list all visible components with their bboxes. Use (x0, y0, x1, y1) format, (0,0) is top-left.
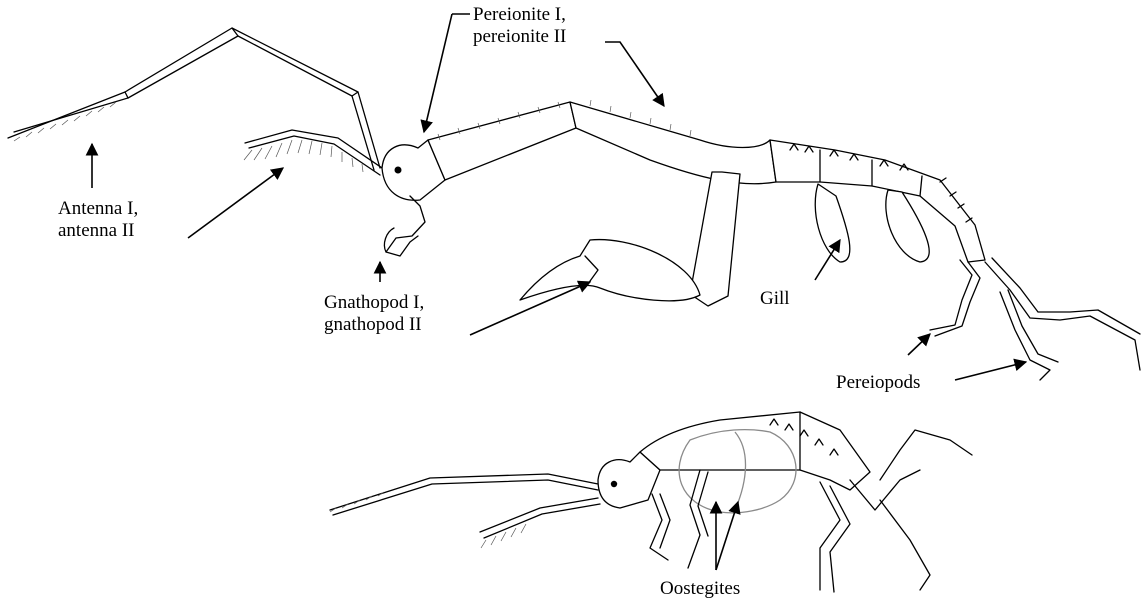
gnathopod-label: Gnathopod I, gnathopod II (324, 292, 424, 336)
pereiopods (930, 260, 980, 336)
pereionite-label-line-1: Pereionite I, (473, 4, 566, 26)
pereionite-label-line-2: pereionite II (473, 26, 566, 48)
female-specimen (330, 412, 972, 592)
antenna-label: Antenna I, antenna II (58, 198, 138, 242)
gnathopod-label-line-1: Gnathopod I, (324, 292, 424, 314)
pereionite-i (428, 102, 576, 180)
gnathopod-ii (690, 172, 740, 306)
pereionite-leader-line (424, 14, 452, 132)
pereiopod-arrow-left (908, 334, 930, 355)
oostegites-label: Oostegites (660, 578, 740, 600)
gill-label: Gill (760, 288, 790, 310)
male-specimen (8, 28, 1140, 380)
pereiopods-label: Pereiopods (836, 372, 920, 394)
gnathopod-i (386, 196, 425, 256)
annotation-arrows (92, 14, 1026, 570)
pereionite-ii (570, 102, 776, 184)
pereionite-label: Pereionite I, pereionite II (473, 4, 566, 48)
gill (815, 184, 850, 262)
antenna-i (8, 28, 380, 170)
antenna-label-line-2: antenna II (58, 220, 138, 242)
posterior-pereionites (770, 140, 985, 262)
antenna-arrow-diag (188, 168, 283, 238)
gnathopod-label-line-2: gnathopod II (324, 314, 424, 336)
antenna-label-line-1: Antenna I, (58, 198, 138, 220)
pereiopod-arrow-right (955, 362, 1026, 380)
